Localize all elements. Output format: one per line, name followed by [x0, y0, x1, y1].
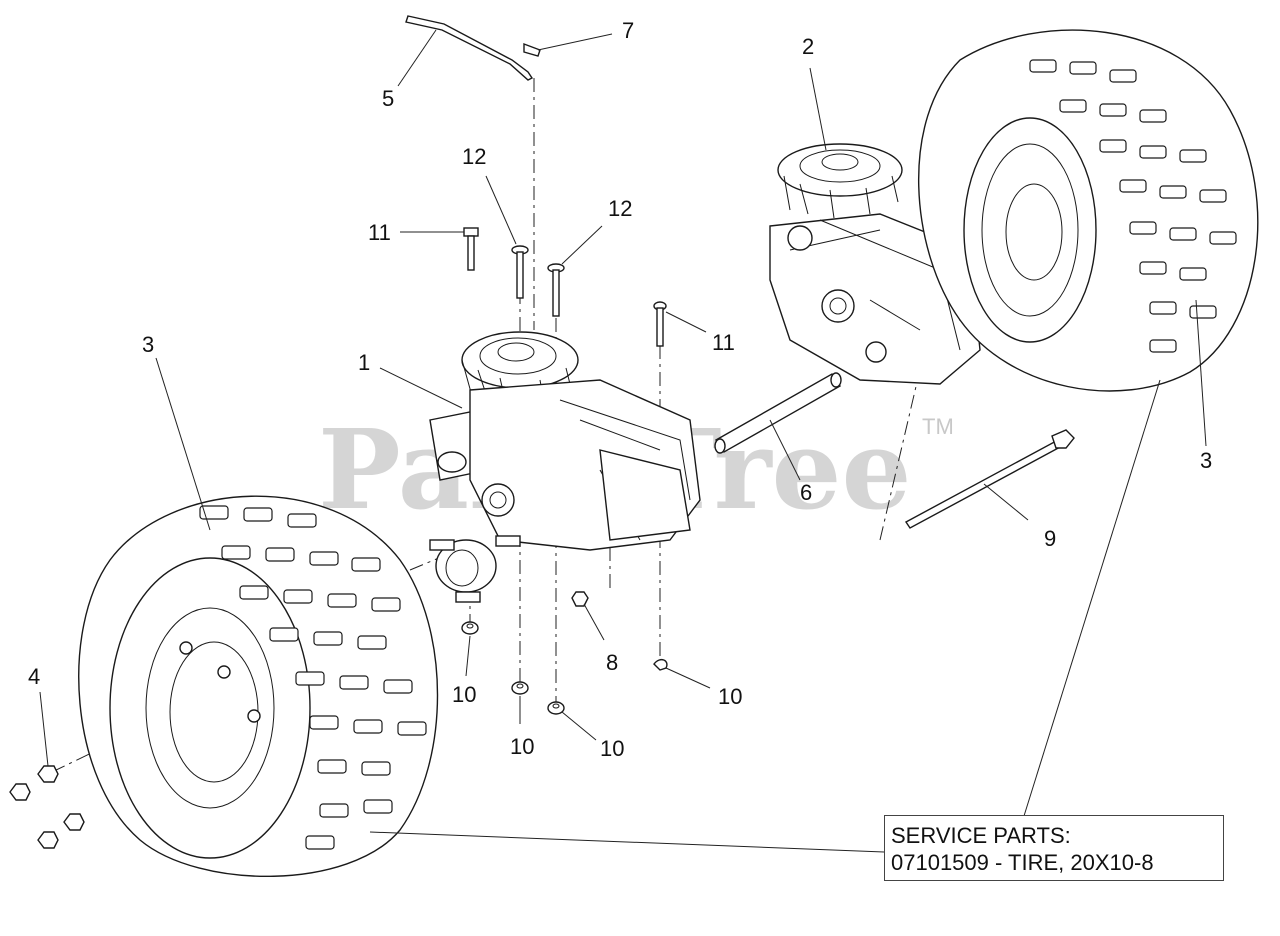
callout-part-12-right: 12: [608, 196, 632, 221]
service-parts-box: SERVICE PARTS: 07101509 - TIRE, 20X10-8: [884, 815, 1224, 881]
watermark-trademark: TM: [922, 414, 954, 439]
bolt-12-right: [547, 263, 565, 317]
callout-part-1: 1: [358, 350, 370, 375]
callout-part-7: 7: [622, 18, 634, 43]
callout-part-10-c: 10: [600, 736, 624, 761]
nut-10-b: [511, 681, 529, 695]
left-tire-tread: [199, 505, 427, 850]
callout-part-3-left: 3: [142, 332, 154, 357]
callout-part-9: 9: [1044, 526, 1056, 551]
nut-8: [571, 591, 589, 607]
nut-10-a: [461, 621, 479, 635]
nut-10-c: [547, 701, 565, 715]
callout-part-8: 8: [606, 650, 618, 675]
axle-tube: [714, 372, 842, 454]
right-tire: [918, 29, 1259, 392]
callout-part-12-left: 12: [462, 144, 486, 169]
callout-part-2: 2: [802, 34, 814, 59]
long-bolt: [904, 429, 1075, 529]
bolt-11-lower: [653, 301, 667, 347]
callout-part-6: 6: [800, 480, 812, 505]
service-parts-line: 07101509 - TIRE, 20X10-8: [891, 850, 1154, 875]
callout-part-10-d: 10: [718, 684, 742, 709]
service-parts-heading: SERVICE PARTS:: [891, 823, 1071, 848]
retaining-clip: [523, 42, 541, 57]
bolt-12-left: [511, 245, 529, 299]
clip-10-d: [653, 658, 668, 671]
bolt-11-upper: [463, 227, 479, 271]
bypass-rod: [405, 15, 534, 81]
leader-lines: [39, 29, 1207, 853]
callout-part-10-a: 10: [452, 682, 476, 707]
callout-part-10-b: 10: [510, 734, 534, 759]
left-transaxle: [429, 331, 701, 603]
lug-nuts: [9, 765, 85, 849]
callout-part-11-lower: 11: [712, 330, 735, 355]
callout-part-4: 4: [28, 664, 40, 689]
callout-part-11-upper: 11: [368, 220, 391, 245]
right-tire-tread: [1029, 59, 1237, 353]
callout-labels: 1 2 3 3 4 5 6 7 8 9 10 10 10 10 10 11 11…: [28, 18, 1212, 761]
left-tire: [78, 495, 439, 877]
callout-part-3-right: 3: [1200, 448, 1212, 473]
callout-part-5: 5: [382, 86, 394, 111]
